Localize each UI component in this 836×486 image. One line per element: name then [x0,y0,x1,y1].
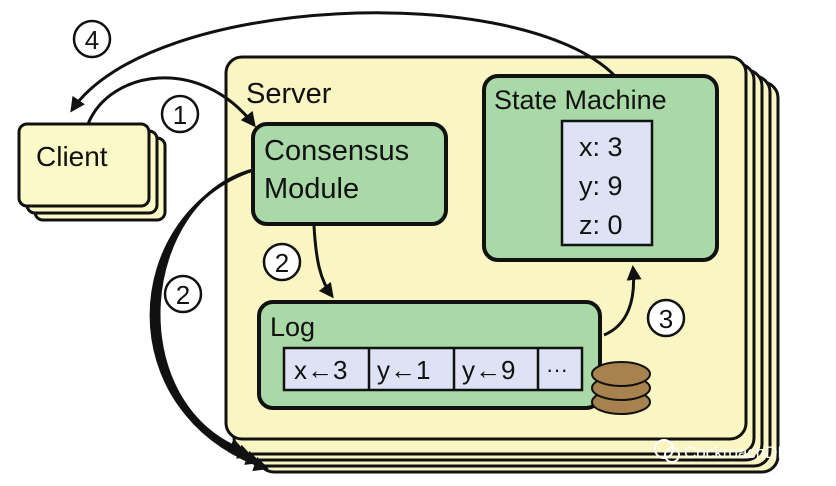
svg-text:2: 2 [176,280,190,310]
arrow-state-machine-to-client [70,11,617,113]
state-var-x: x: 3 [579,132,623,162]
arrow-client-to-consensus [86,76,256,128]
step-1-badge: 1 [160,94,200,134]
client-box [17,122,151,208]
consensus-module-box [251,122,448,226]
step-2-replication-badge: 2 [163,274,203,314]
svg-text:1: 1 [173,100,187,130]
state-machine-label: State Machine [494,85,667,115]
state-var-z: z: 0 [579,210,623,240]
step-2-badge: 2 [262,242,302,282]
consensus-label-line1: Consensus [264,135,409,167]
server-label: Server [246,78,332,110]
state-var-y: y: 9 [579,171,623,201]
log-entry-more: ··· [546,357,568,382]
log-entry-2: y←1 [377,355,430,385]
state-vars-box [560,119,654,247]
svg-text:2: 2 [275,248,289,278]
log-entries-row [282,346,584,392]
log-entry-1: x←3 [294,355,347,385]
arrow-replication-fanout [149,168,269,472]
arrow-consensus-to-log [312,225,334,299]
svg-text:3: 3 [659,304,673,334]
arrow-log-to-state-machine [603,265,642,337]
client-label: Client [36,141,108,172]
step-4-badge: 4 [72,19,112,59]
watermark: CockroachDB [654,439,789,463]
log-label: Log [270,312,315,342]
consensus-label-line2: Module [264,173,359,205]
log-entry-3: y←9 [462,355,515,385]
client-stack [17,122,167,222]
step-3-badge: 3 [646,298,686,338]
watermark-text: CockroachDB [684,443,789,462]
svg-text:4: 4 [85,25,99,55]
disk-storage-icon [591,361,651,415]
